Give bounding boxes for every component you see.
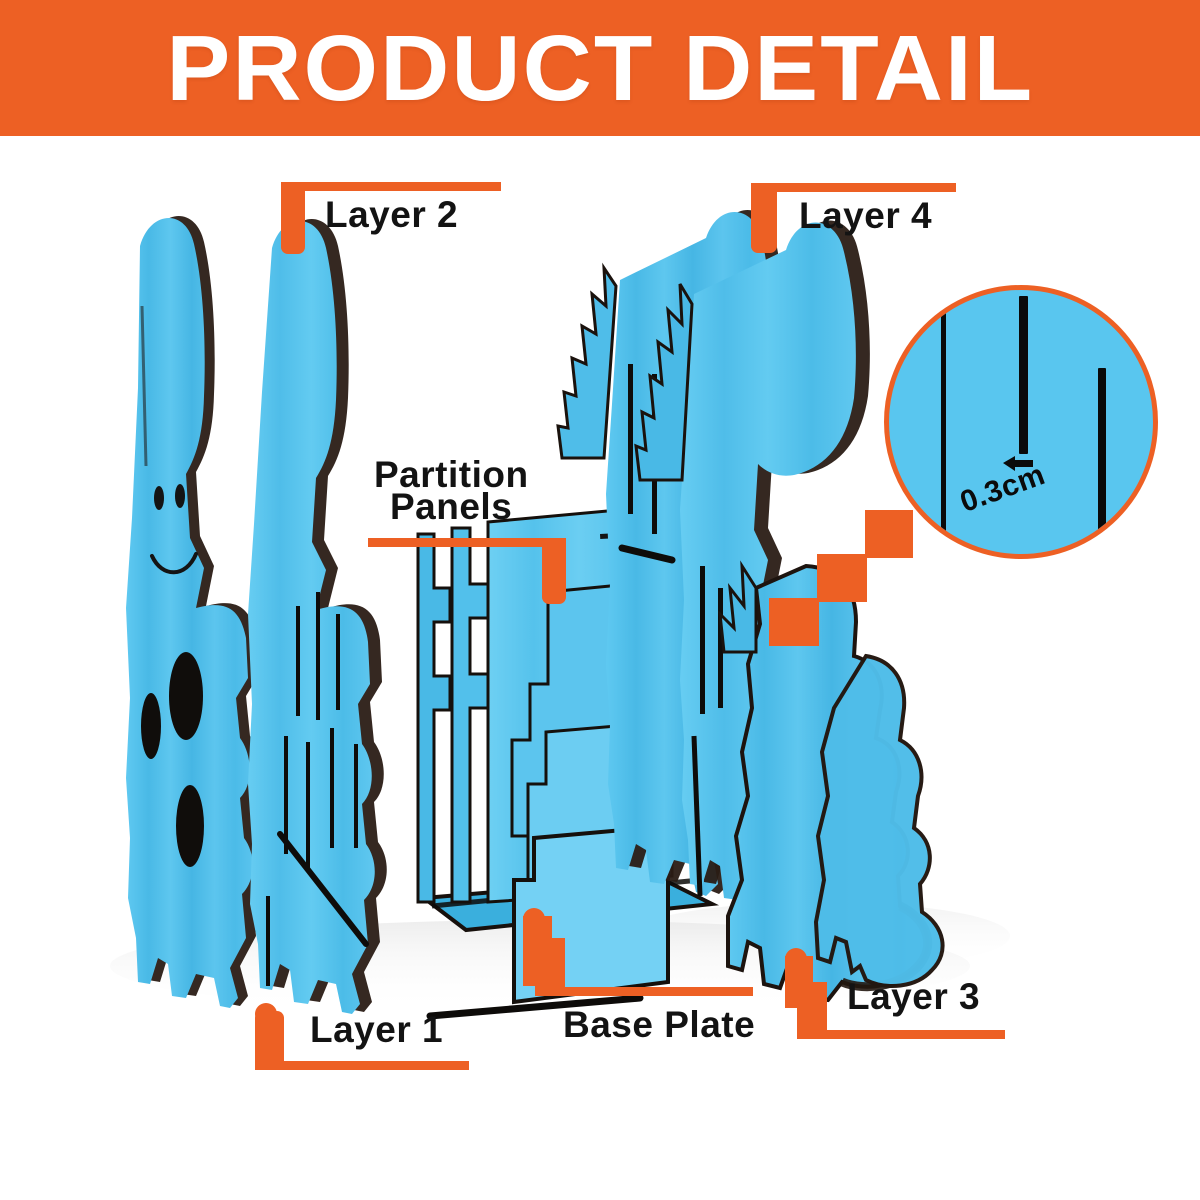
callout-label-line2: Panels — [390, 486, 513, 527]
callout-stub-lower — [535, 938, 565, 993]
product-illustration — [110, 209, 1010, 1020]
piece-rear-tail — [813, 653, 945, 988]
piece-layer-1 — [126, 215, 263, 1008]
callout-stub-lower — [797, 982, 827, 1036]
callout-line — [751, 183, 956, 192]
slot-right — [1098, 368, 1106, 548]
page-title: PRODUCT DETAIL — [166, 15, 1034, 120]
callout-label: Layer 4 — [799, 195, 933, 236]
piece-layer-2 — [248, 219, 387, 1014]
callout-line — [797, 1030, 1005, 1039]
callout-line — [281, 182, 501, 191]
callout-layer-3: Layer 3 — [785, 948, 1105, 1058]
callout-line — [535, 987, 753, 996]
callout-stub — [542, 538, 566, 604]
callout-label: Layer 2 — [325, 194, 459, 235]
callout-line — [368, 538, 566, 547]
callout-base-plate: Base Plate — [523, 908, 843, 1048]
measure-arrow-icon — [1003, 456, 1033, 471]
connector-step-1 — [865, 510, 913, 558]
magnifier-callout: 0.3cm — [884, 285, 1158, 559]
header-banner: PRODUCT DETAIL — [0, 0, 1200, 136]
callout-layer-1: Layer 1 — [255, 1003, 555, 1075]
connector-step-2 — [817, 554, 867, 602]
callout-layer-2: Layer 2 — [281, 182, 581, 262]
connector-step-3 — [769, 598, 819, 646]
callout-stub — [751, 183, 777, 253]
slot-center — [1019, 296, 1028, 454]
callout-label: Base Plate — [563, 1004, 756, 1045]
magnifier-connector — [745, 510, 925, 660]
callout-line — [255, 1061, 469, 1070]
callout-stub — [255, 1011, 284, 1067]
callout-partition-panels: Partition Panels — [368, 454, 628, 604]
callout-layer-4: Layer 4 — [751, 183, 1051, 263]
callout-label: Layer 1 — [310, 1009, 444, 1050]
callout-stub — [281, 182, 305, 254]
callout-label-line1: Partition — [374, 454, 529, 495]
callout-label: Layer 3 — [847, 976, 981, 1017]
slot-left — [941, 306, 946, 536]
